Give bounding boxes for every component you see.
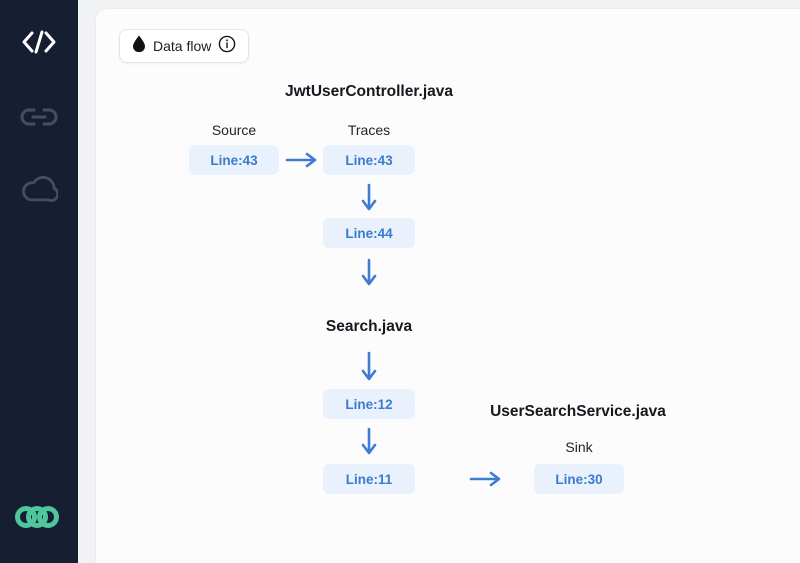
node-trace-line-44[interactable]: Line:44 xyxy=(323,218,415,248)
sink-label: Sink xyxy=(565,439,593,455)
three-rings-logo xyxy=(13,503,61,531)
droplet-icon xyxy=(132,35,146,57)
node-trace-line-11[interactable]: Line:11 xyxy=(323,464,415,494)
source-label: Source xyxy=(211,122,257,138)
file-title-search: Search.java xyxy=(325,318,413,335)
data-flow-chip[interactable]: Data flow xyxy=(119,29,250,63)
data-flow-label: Data flow xyxy=(153,38,212,54)
node-trace-line-12[interactable]: Line:12 xyxy=(323,389,415,419)
node-trace-line-43[interactable]: Line:43 xyxy=(323,145,415,175)
node-sink-line-30[interactable]: Line:30 xyxy=(534,464,624,494)
flow-arrow-right-2 xyxy=(469,471,503,487)
cloud-icon[interactable] xyxy=(17,172,61,206)
file-title-usersearchservice: UserSearchService.java xyxy=(490,403,666,420)
flow-arrow-down-4 xyxy=(361,427,377,457)
node-source-line-43[interactable]: Line:43 xyxy=(189,145,279,175)
flow-arrow-right-1 xyxy=(285,152,319,168)
flow-arrow-down-1 xyxy=(361,183,377,213)
info-icon[interactable] xyxy=(218,35,236,58)
flow-arrow-down-2 xyxy=(361,258,377,288)
file-title-jwtusercontroller: JwtUserController.java xyxy=(285,83,453,100)
code-icon[interactable] xyxy=(17,25,61,59)
main-panel: Data flow JwtUserController.java Search.… xyxy=(95,8,800,563)
traces-label: Traces xyxy=(347,122,391,138)
flow-arrow-down-3 xyxy=(361,351,377,383)
sidebar xyxy=(0,0,78,563)
link-icon[interactable] xyxy=(17,100,61,134)
